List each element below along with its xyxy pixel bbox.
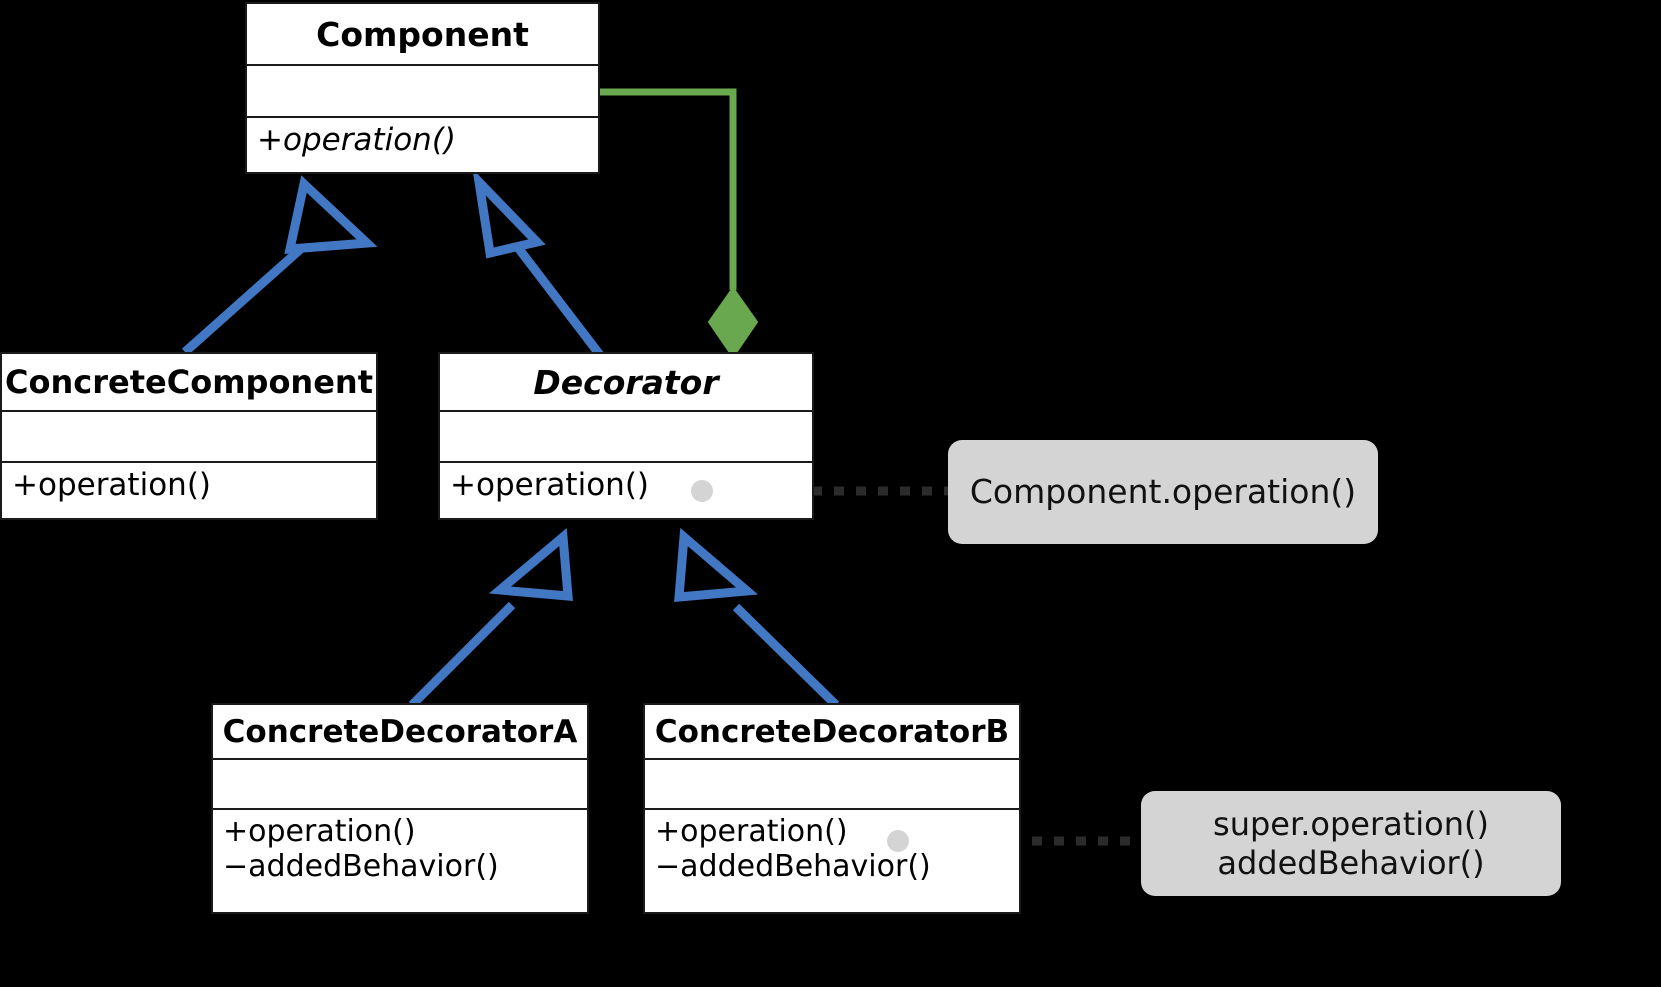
- note-anchor-dot-decorator[interactable]: [691, 480, 713, 502]
- class-name-component: Component: [247, 4, 598, 66]
- class-name-concretedecoratorb: ConcreteDecoratorB: [645, 705, 1019, 760]
- note-anchor-dot-concretedecoratorb[interactable]: [887, 830, 909, 852]
- class-box-decorator[interactable]: Decorator +operation(): [438, 352, 814, 520]
- class-name-concretecomponent: ConcreteComponent: [2, 354, 376, 412]
- operation-row: −addedBehavior(): [223, 849, 499, 885]
- class-operations-concretedecoratora: +operation() −addedBehavior(): [213, 810, 587, 912]
- class-attributes-concretedecoratorb: [645, 760, 1019, 810]
- class-attributes-component: [247, 66, 598, 118]
- class-operations-concretecomponent: +operation(): [2, 463, 376, 518]
- note-concretedecoratorb-operation[interactable]: super.operation() addedBehavior(): [1141, 791, 1561, 896]
- generalization-concretedecoratorb-to-decorator: [674, 527, 840, 709]
- note-line: super.operation(): [1213, 805, 1489, 844]
- class-operations-component: +operation(): [247, 118, 598, 172]
- operation-row: +operation(): [12, 467, 212, 503]
- note-decorator-operation[interactable]: Component.operation(): [948, 440, 1378, 544]
- class-name-concretedecoratora: ConcreteDecoratorA: [213, 705, 587, 760]
- class-box-concretedecoratorb[interactable]: ConcreteDecoratorB +operation() −addedBe…: [643, 703, 1021, 914]
- operation-row: +operation(): [257, 122, 457, 158]
- operation-row: +operation(): [450, 467, 650, 503]
- operation-row: +operation(): [223, 814, 416, 849]
- note-line: Component.operation(): [969, 472, 1357, 512]
- class-box-component[interactable]: Component +operation(): [245, 2, 600, 174]
- operation-row: +operation(): [655, 814, 848, 849]
- operation-row: −addedBehavior(): [655, 849, 931, 885]
- generalization-concretedecoratora-to-decorator: [408, 527, 573, 709]
- generalization-concretecomponent-to-component: [182, 175, 378, 356]
- generalization-decorator-to-component: [472, 168, 604, 358]
- class-attributes-concretedecoratora: [213, 760, 587, 810]
- class-name-decorator: Decorator: [440, 354, 812, 412]
- class-attributes-concretecomponent: [2, 412, 376, 463]
- class-box-concretecomponent[interactable]: ConcreteComponent +operation(): [0, 352, 378, 520]
- class-operations-decorator: +operation(): [440, 463, 812, 518]
- aggregation-component-to-decorator: [600, 88, 759, 359]
- note-line: addedBehavior(): [1217, 843, 1485, 882]
- class-operations-concretedecoratorb: +operation() −addedBehavior(): [645, 810, 1019, 912]
- class-box-concretedecoratora[interactable]: ConcreteDecoratorA +operation() −addedBe…: [211, 703, 589, 914]
- class-attributes-decorator: [440, 412, 812, 463]
